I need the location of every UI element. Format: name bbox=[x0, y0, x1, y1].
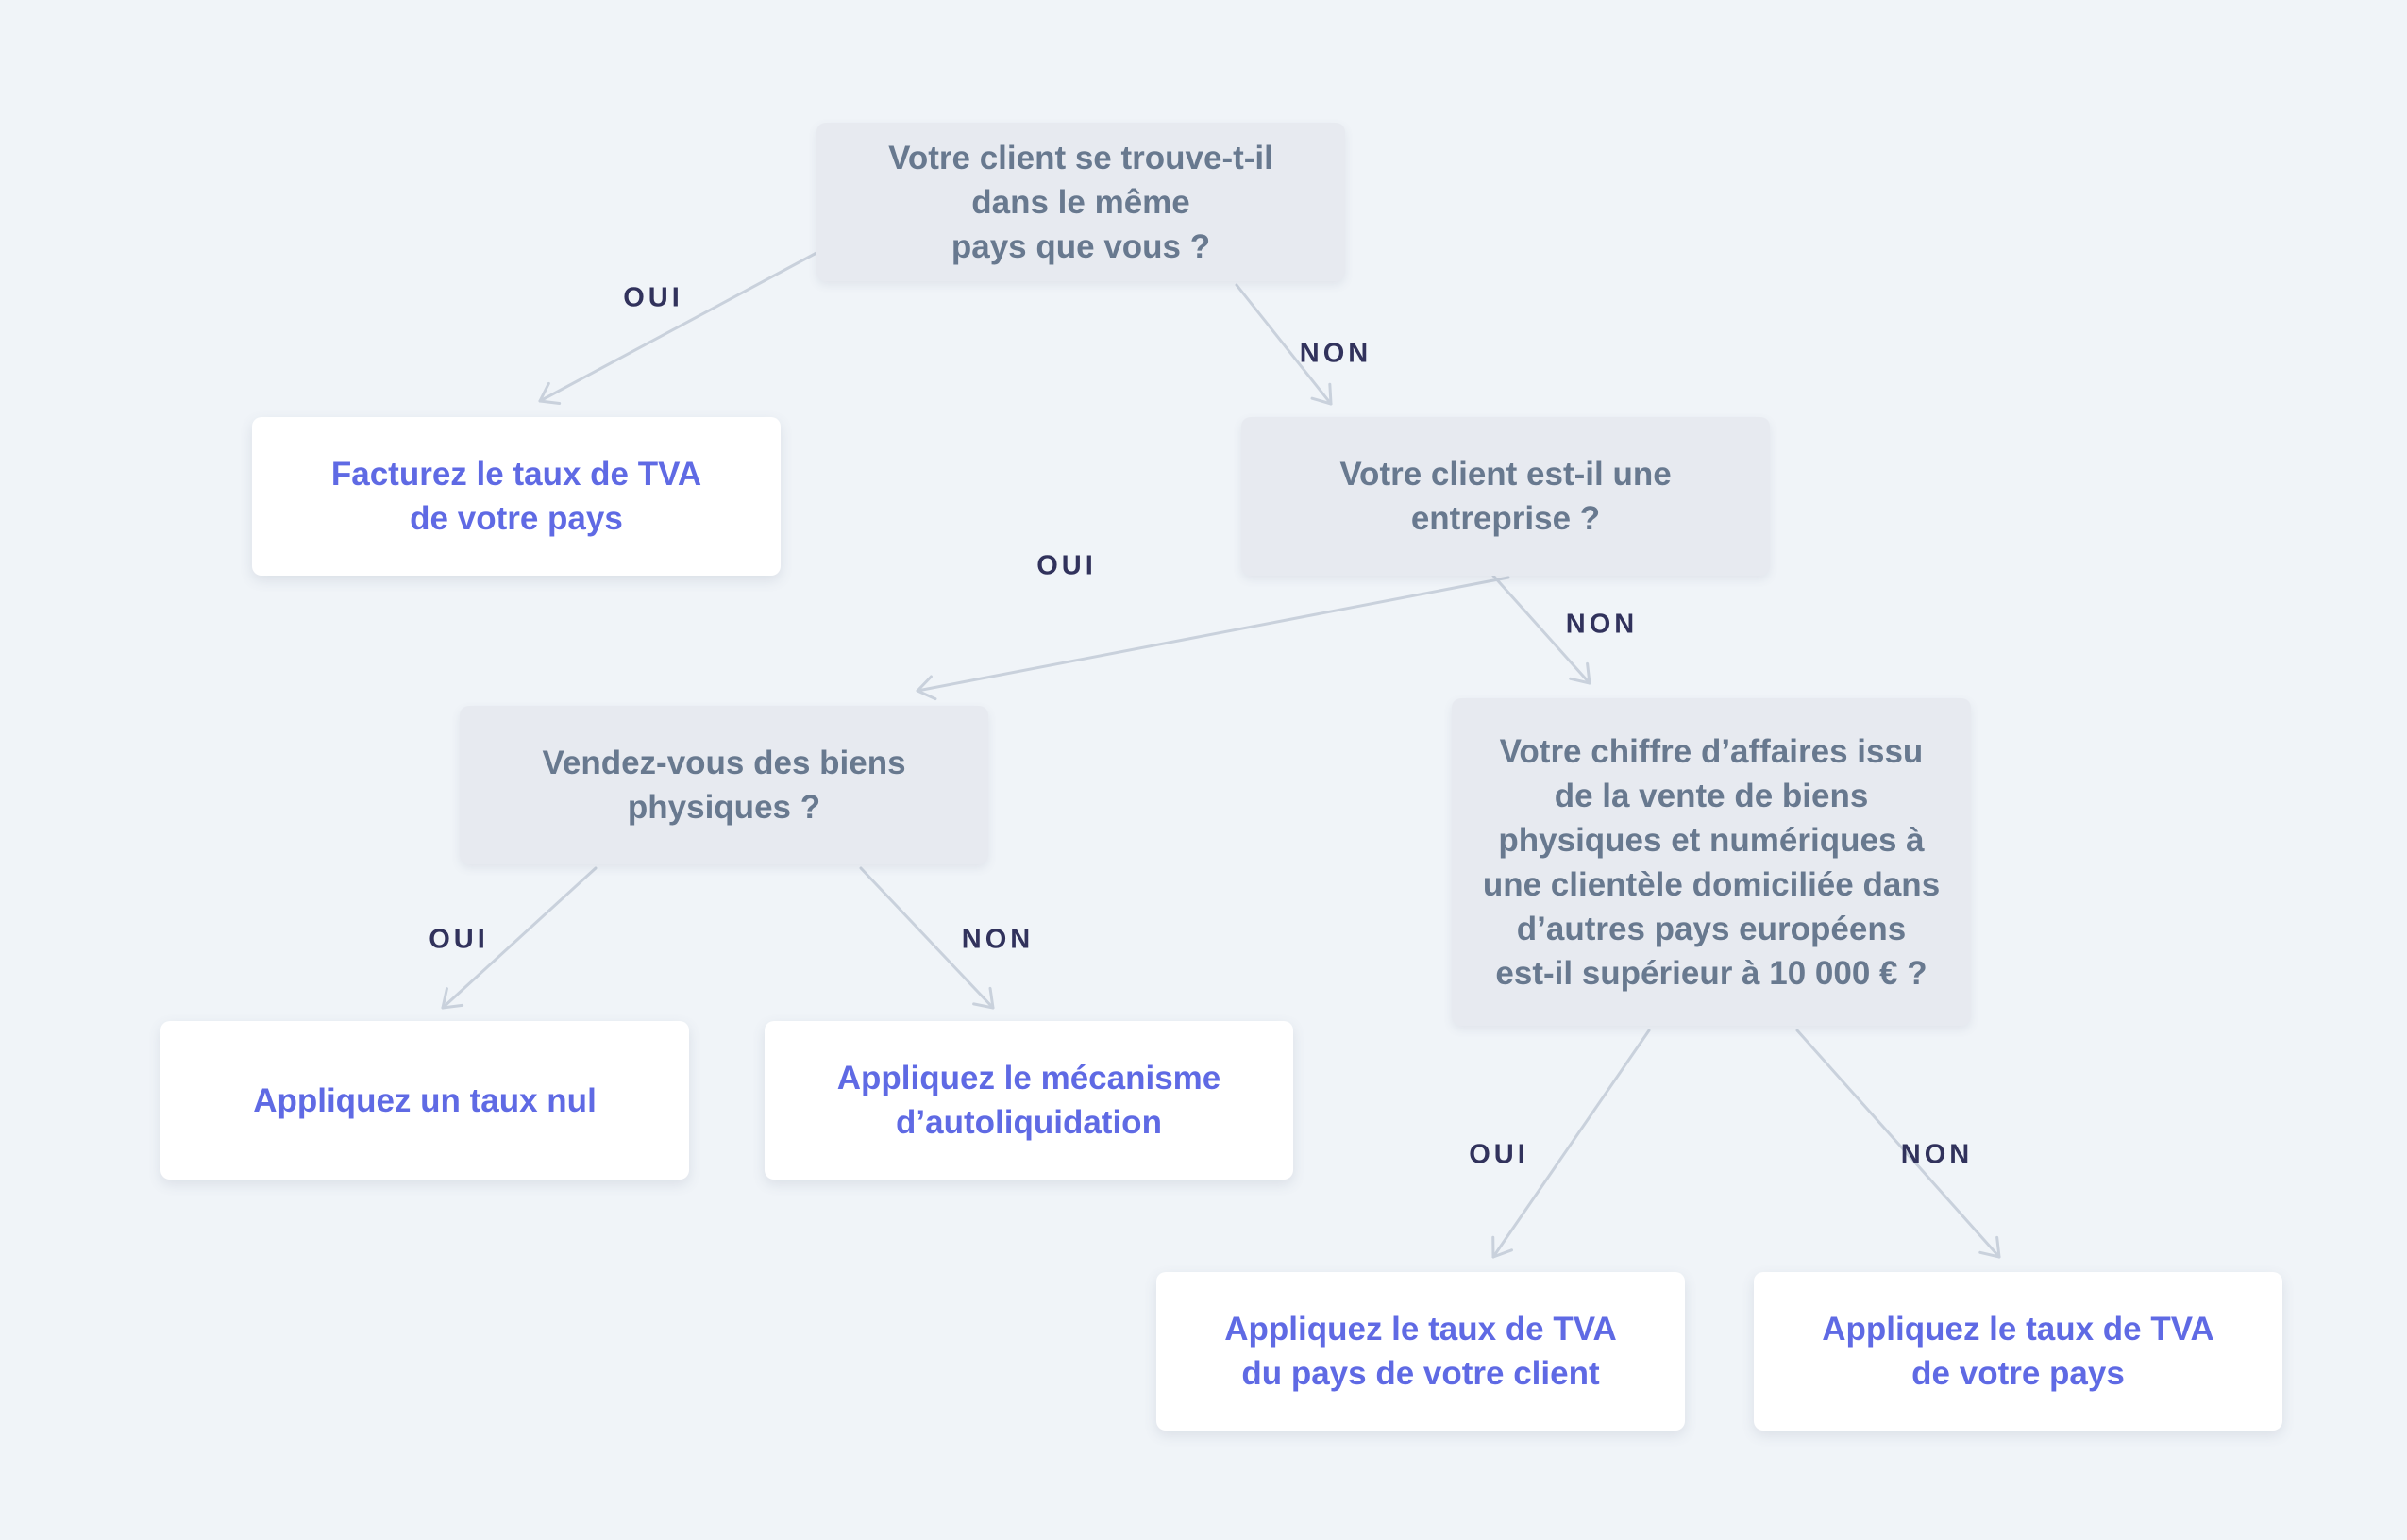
edge-label-non-same-country: NON bbox=[1299, 338, 1372, 369]
edge-label-non-revenue-threshold: NON bbox=[1900, 1139, 1974, 1170]
edge-label-oui-physical-goods: OUI bbox=[429, 924, 489, 955]
question-text-line: entreprise ? bbox=[1410, 500, 1601, 537]
question-node-client-is-business: Votre client est-il une entreprise ? bbox=[1241, 417, 1770, 576]
edge-label-non-is-business: NON bbox=[1565, 609, 1639, 640]
edge-label-oui-same-country: OUI bbox=[623, 282, 683, 313]
answer-node-reverse-charge: Appliquez le mécanisme d’autoliquidation bbox=[765, 1021, 1293, 1180]
answer-node-your-country-rate: Appliquez le taux de TVA de votre pays bbox=[1754, 1272, 2282, 1431]
answer-text-line: Appliquez le taux de TVA bbox=[1224, 1311, 1617, 1348]
question-text-line: Votre client se trouve-t-il bbox=[888, 139, 1273, 176]
answer-node-zero-rate: Appliquez un taux nul bbox=[160, 1021, 689, 1180]
question-node-same-country: Votre client se trouve-t-il dans le même… bbox=[816, 123, 1345, 281]
question-text-line: physiques et numériques à bbox=[1498, 821, 1925, 859]
answer-text-line: de votre pays bbox=[1911, 1355, 2125, 1392]
arrow-q2-q3 bbox=[916, 576, 1510, 701]
answer-node-invoice-your-country-rate: Facturez le taux de TVA de votre pays bbox=[252, 417, 781, 576]
question-text-line: pays que vous ? bbox=[951, 227, 1211, 265]
question-text-line: est-il supérieur à 10 000 € ? bbox=[1495, 954, 1927, 992]
answer-text-line: Appliquez un taux nul bbox=[253, 1081, 597, 1119]
answer-text-line: Facturez le taux de TVA bbox=[330, 456, 702, 493]
edge-label-oui-is-business: OUI bbox=[1036, 550, 1097, 581]
question-text-line: Vendez-vous des biens bbox=[542, 745, 906, 781]
answer-text-line: d’autoliquidation bbox=[896, 1104, 1162, 1141]
arrow-q4-a5 bbox=[1795, 1029, 2001, 1259]
edge-label-non-physical-goods: NON bbox=[961, 924, 1035, 955]
question-text-line: dans le même bbox=[971, 183, 1190, 221]
question-text-line: d’autres pays européens bbox=[1516, 910, 1907, 947]
edge-label-oui-revenue-threshold: OUI bbox=[1469, 1139, 1529, 1170]
question-node-physical-goods: Vendez-vous des biens physiques ? bbox=[460, 706, 988, 864]
answer-text-line: Appliquez le mécanisme bbox=[836, 1060, 1221, 1096]
question-node-revenue-threshold: Votre chiffre d’affaires issu de la vent… bbox=[1452, 698, 1971, 1026]
question-text-line: une clientèle domiciliée dans bbox=[1482, 865, 1941, 903]
arrow-q1-q2 bbox=[1235, 283, 1333, 406]
arrow-q4-a4 bbox=[1491, 1029, 1651, 1259]
answer-node-client-country-rate: Appliquez le taux de TVA du pays de votr… bbox=[1156, 1272, 1685, 1431]
question-text-line: Votre chiffre d’affaires issu bbox=[1499, 732, 1924, 770]
question-text-line: physiques ? bbox=[627, 789, 821, 826]
answer-text-line: Appliquez le taux de TVA bbox=[1822, 1311, 2214, 1348]
question-text-line: de la vente de biens bbox=[1554, 777, 1869, 814]
arrow-q2-q4 bbox=[1491, 574, 1591, 685]
question-text-line: Votre client est-il une bbox=[1339, 456, 1672, 493]
answer-text-line: de votre pays bbox=[410, 500, 623, 537]
arrow-q1-a1 bbox=[538, 251, 818, 406]
arrow-q3-a3 bbox=[859, 866, 995, 1010]
arrow-q3-a2 bbox=[441, 866, 598, 1010]
answer-text-line: du pays de votre client bbox=[1241, 1355, 1600, 1392]
